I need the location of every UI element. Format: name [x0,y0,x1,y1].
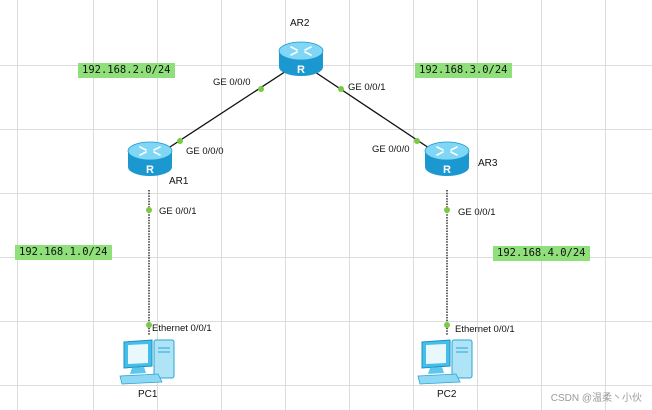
subnet-label: 192.168.4.0/24 [493,246,590,261]
router-name-ar2: AR2 [290,18,310,29]
link-ar1-ar2 [149,61,301,161]
router-name-ar1: AR1 [169,176,189,187]
pc-pc2[interactable] [416,336,476,386]
port-dot-ar2-ge000 [258,86,264,92]
port-dot-ar1-ge000 [177,138,183,144]
port-dot-ar3-ge001 [444,207,450,213]
router-icon: R [278,41,324,76]
port-dot-ar2-ge001 [338,86,344,92]
subnet-label: 192.168.1.0/24 [15,245,112,260]
router-ar3[interactable]: R [423,138,471,180]
watermark: CSDN @温柔丶小伙 [550,393,642,404]
port-label-ar2-ge001: GE 0/0/1 [348,82,386,93]
port-label-ar2-ge000: GE 0/0/0 [213,77,251,88]
pc-name-pc1: PC1 [138,389,158,400]
port-label-pc2-eth001: Ethernet 0/0/1 [455,324,515,335]
svg-text:R: R [146,164,154,176]
port-label-ar1-ge001: GE 0/0/1 [159,206,197,217]
svg-text:R: R [443,164,451,176]
pc-name-pc2: PC2 [437,389,457,400]
pc-pc1[interactable] [118,336,178,386]
router-icon: R [424,141,470,176]
port-dot-ar1-ge001 [146,207,152,213]
subnet-label: 192.168.2.0/24 [78,63,175,78]
port-label-ar3-ge001: GE 0/0/1 [458,207,496,218]
link-ar2-ar3 [299,61,448,161]
pc-icon [417,339,473,385]
router-ar2[interactable]: R [277,38,325,80]
router-ar1[interactable]: R [126,138,174,180]
port-label-ar3-ge000: GE 0/0/0 [372,144,410,155]
svg-text:R: R [297,64,305,76]
port-dot-pc2-eth001 [444,322,450,328]
router-icon: R [127,141,173,176]
port-dot-ar3-ge000 [414,138,420,144]
port-label-pc1-eth001: Ethernet 0/0/1 [152,323,212,334]
port-label-ar1-ge000: GE 0/0/0 [186,146,224,157]
port-dot-pc1-eth001 [146,322,152,328]
pc-icon [119,339,175,385]
router-name-ar3: AR3 [478,158,498,169]
subnet-label: 192.168.3.0/24 [415,63,512,78]
